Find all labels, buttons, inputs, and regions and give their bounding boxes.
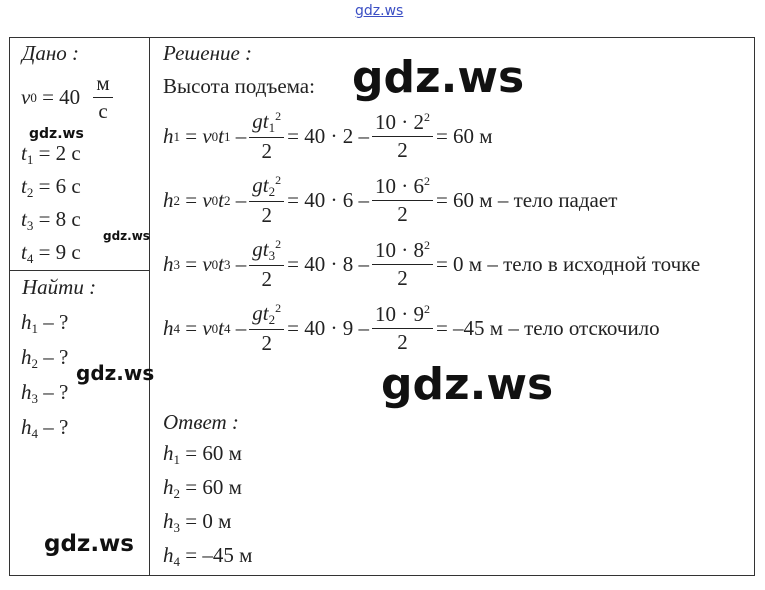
watermark: gdz.ws [44,531,134,557]
given-time: t4 = 9 с [21,240,81,266]
solution-title: Решение : [163,41,253,65]
find-item: h1 – ? [21,310,69,336]
watermark: gdz.ws [352,52,525,103]
find-item: h2 – ? [21,345,69,371]
answer-item: h1 = 60 м [163,441,242,467]
given-time: t3 = 8 с [21,207,81,233]
answer-item: h3 = 0 м [163,509,232,535]
solution-subtitle: Высота подъема: [163,74,315,98]
table-frame [9,37,755,576]
row-divider [9,270,150,271]
find-title: Найти : [22,275,97,299]
answer-title: Ответ : [163,410,239,434]
watermark: gdz.ws [76,361,155,385]
find-item: h3 – ? [21,380,69,406]
watermark: gdz.ws [29,126,84,142]
column-divider [149,37,150,575]
watermark: gdz.ws [103,229,150,243]
given-title: Дано : [22,41,80,65]
watermark-link[interactable]: gdz.ws [355,3,404,19]
answer-item: h2 = 60 м [163,475,242,501]
given-time: t1 = 2 с [21,141,81,167]
find-item: h4 – ? [21,415,69,441]
answer-item: h4 = –45 м [163,543,253,569]
given-time: t2 = 6 с [21,174,81,200]
watermark: gdz.ws [381,359,554,410]
